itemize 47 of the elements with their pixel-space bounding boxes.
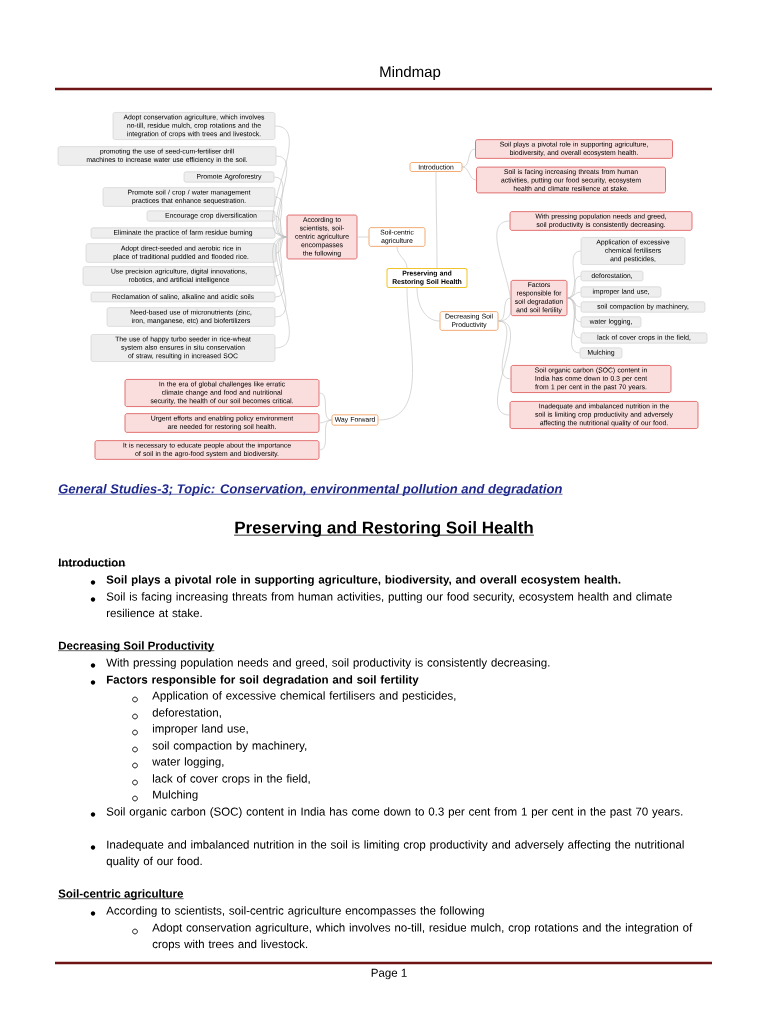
sub-bullet-item: improper land use, — [132, 724, 248, 736]
connector-line — [276, 236, 287, 254]
connector-line — [498, 320, 511, 380]
connector-line — [396, 246, 408, 269]
connector-line — [378, 287, 413, 421]
connector-line — [319, 419, 332, 451]
connector-line — [275, 236, 287, 277]
section-heading: Introduction — [57, 558, 126, 567]
connector-line — [567, 297, 581, 339]
bullet-item: According to scientists, soil-centric agriculture encompasses the following — [90, 906, 484, 917]
connector-line — [275, 236, 287, 318]
sub-bullet-item: deforestation, — [132, 708, 221, 720]
connector-line — [319, 419, 332, 424]
connector-line — [274, 176, 287, 238]
connector-line — [497, 320, 511, 416]
connector-line — [416, 287, 440, 322]
sub-bullet-item: Mulching — [132, 790, 198, 802]
page-number: Page 1 — [371, 968, 407, 980]
connector-line — [462, 148, 476, 168]
connector-line — [567, 297, 581, 323]
sub-bullet-item: water logging, — [132, 757, 224, 769]
connector-line — [275, 215, 287, 238]
connector-line — [567, 297, 580, 354]
connector-line — [275, 155, 288, 238]
connector-line — [498, 297, 511, 322]
connector-line — [272, 125, 290, 238]
connector-line — [496, 220, 512, 322]
connector-line — [462, 166, 477, 181]
connector-line — [567, 291, 581, 299]
connector-line — [272, 236, 290, 349]
sub-bullet-item: Application of excessive chemical fertilisers and pesticides, — [132, 691, 456, 703]
bullet-item: Soil organic carbon (SOC) content in India has come down to 0.3 per cent from 1 per cent in the past 70 years. — [90, 807, 683, 818]
sub-bullet-item: lack of cover crops in the field, — [132, 774, 310, 786]
bullet-item: Soil is facing increasing threats from human activities, putting our food security, ecosystem health and climate resilience at stake. — [90, 592, 672, 618]
section-heading: Soil-centric agriculture — [57, 889, 184, 900]
bullet-item: With pressing population needs and greed, soil productivity is consistently decreasing. — [90, 658, 550, 669]
topic-line: General Studies-3; Topic: Conservation, environmental pollution and degradation — [57, 483, 563, 497]
bullet-item: Inadequate and imbalanced nutrition in the soil is limiting crop productivity and adversely affecting the nutritional quality of our food. — [90, 840, 684, 868]
bullet-item: Factors responsible for soil degradation and soil fertility — [90, 675, 419, 686]
bullet-item: Soil plays a pivotal role in supporting agriculture, biodiversity, and overall ecosystem health. — [90, 575, 621, 586]
connector-line — [319, 392, 332, 421]
header-title: Mindmap — [380, 66, 441, 80]
sub-bullet-item: Adopt conservation agriculture, which involves no-till, residue mulch, crop rotations and the integration of crops with trees and livestock. — [132, 923, 693, 951]
sub-bullet-item: soil compaction by machinery, — [132, 741, 307, 753]
document-title: Preserving and Restoring Soil Health — [233, 521, 535, 537]
connector-line — [275, 236, 287, 298]
section-heading: Decreasing Soil Productivity — [57, 641, 215, 652]
